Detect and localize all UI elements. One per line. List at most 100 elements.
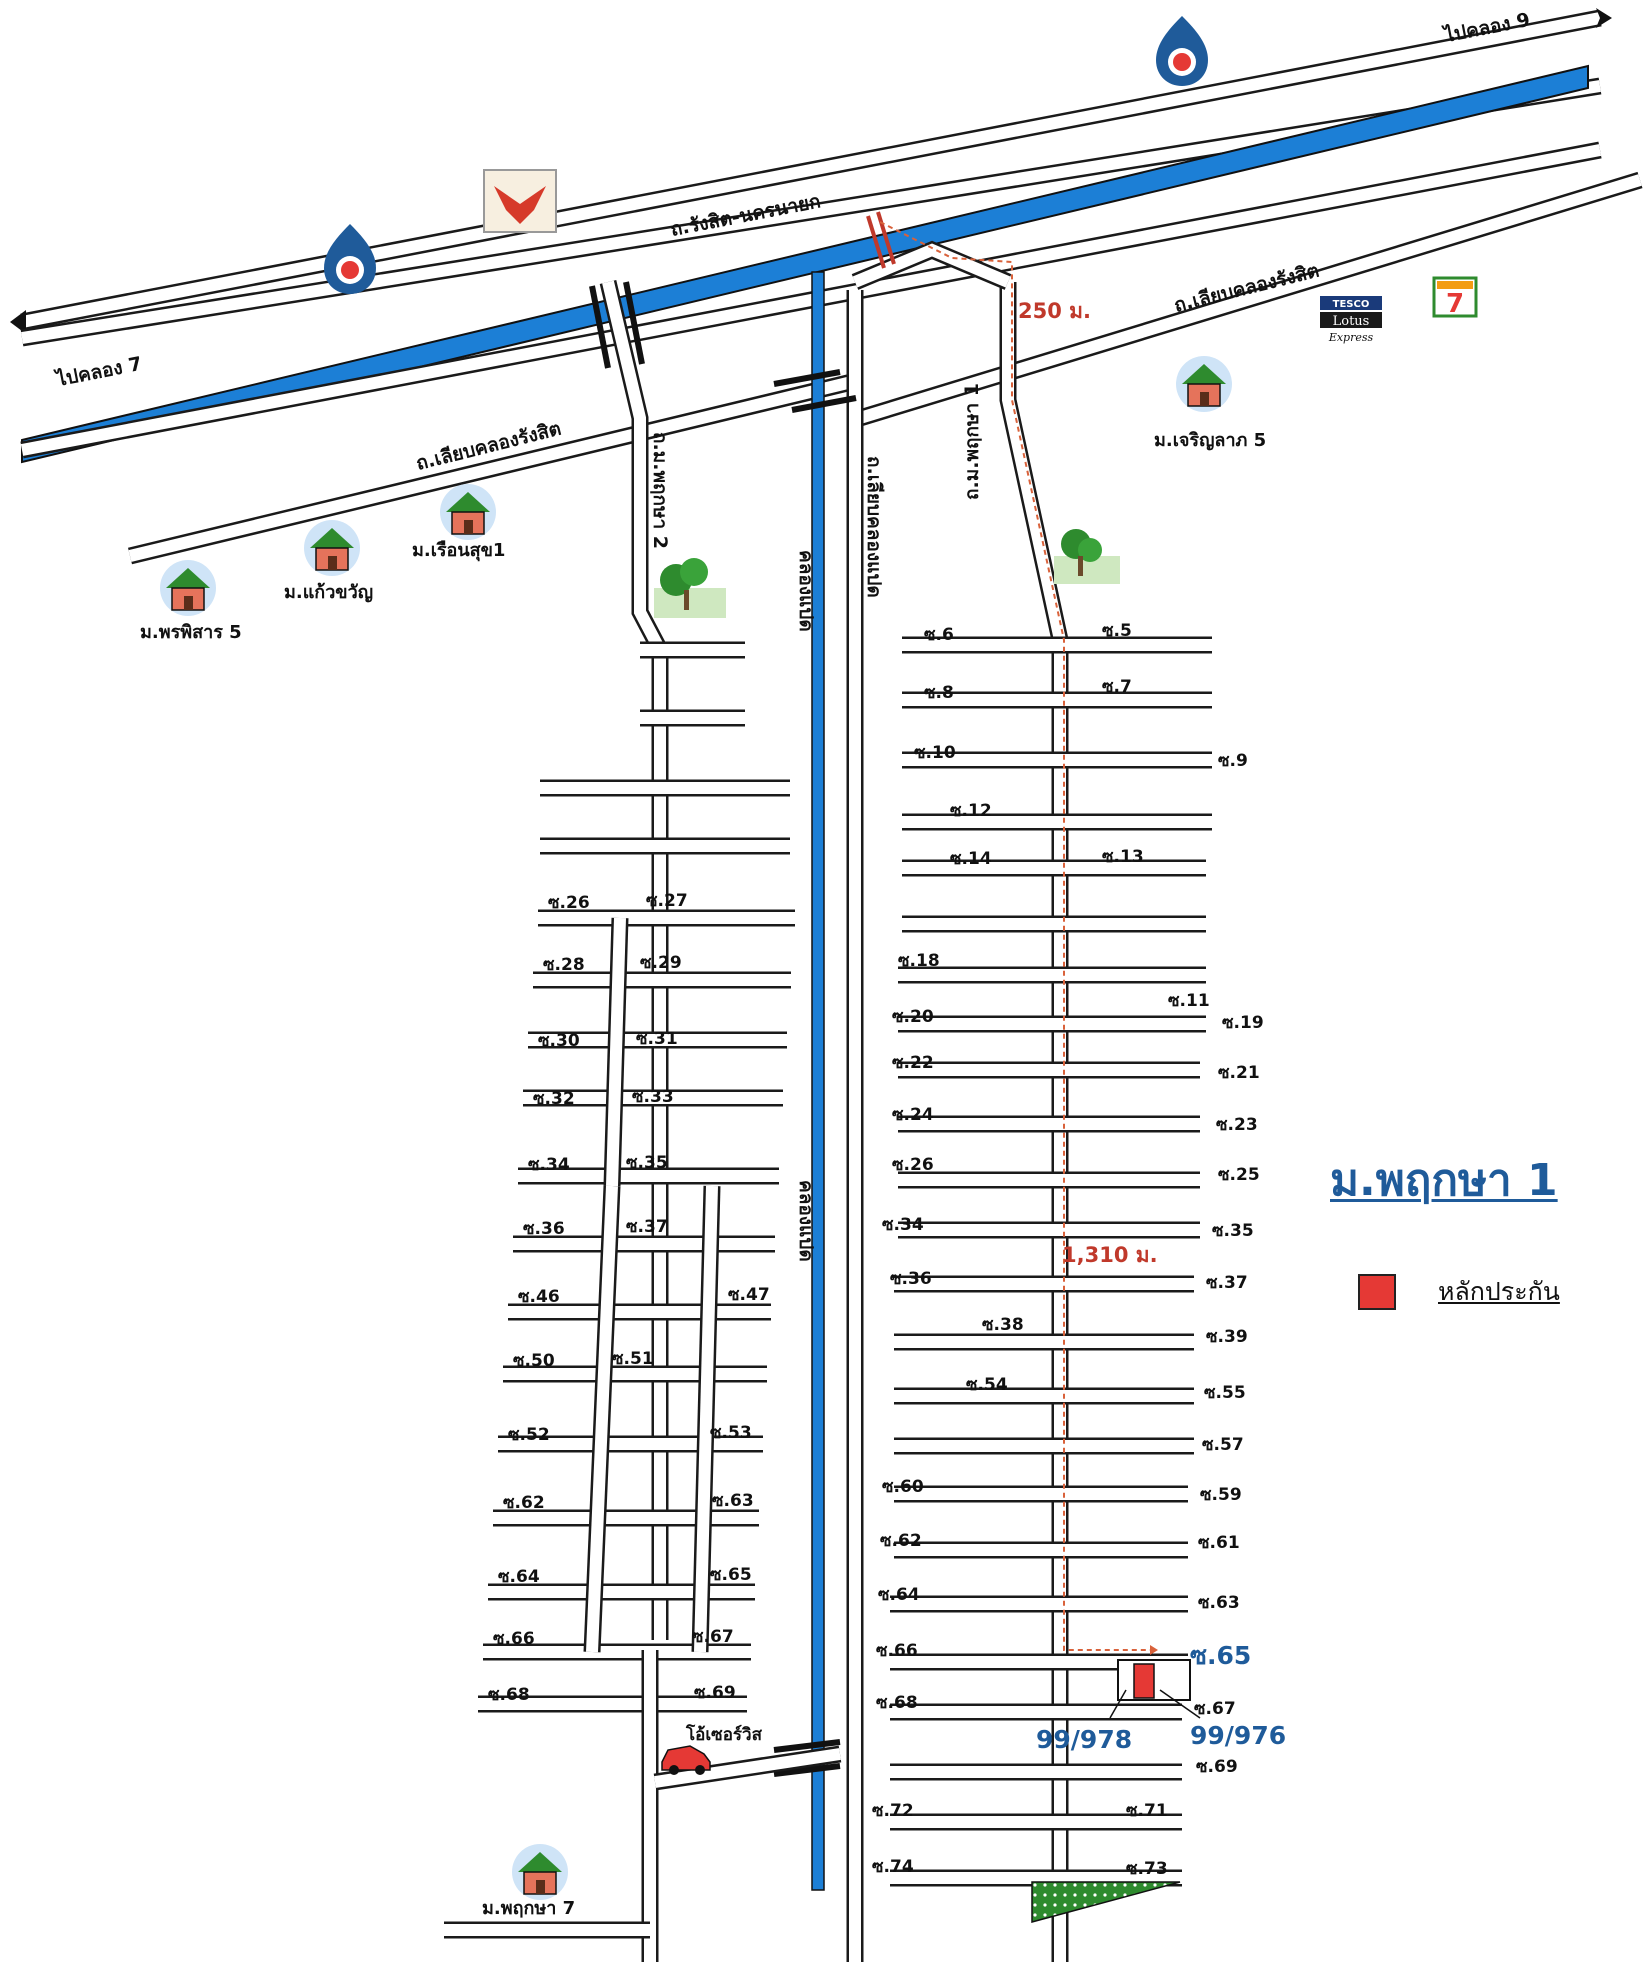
car-icon [661, 1745, 711, 1775]
village-charoen-label: ม.เจริญลาภ 5 [1154, 430, 1266, 451]
soi-label-right-a: ซ.12 [950, 801, 992, 821]
soi-label-left-a: ซ.64 [498, 1567, 540, 1587]
seven-eleven-icon: 7 [1432, 276, 1478, 319]
soi-label-left-a: ซ.32 [533, 1089, 575, 1109]
soi-label-right-a: ซ.6 [924, 625, 954, 645]
soi-label-right-b: ซ.71 [1126, 1801, 1168, 1821]
soi-label-left-a: ซ.50 [513, 1351, 555, 1371]
soi-label-left-a: ซ.46 [518, 1287, 560, 1307]
legend-swatch [1358, 1274, 1396, 1310]
house-icon [1176, 356, 1232, 412]
soi-label-left-a: ซ.28 [543, 955, 585, 975]
soi-label-right-a: ซ.10 [914, 743, 956, 763]
canal-upper-label: คลองแปด [795, 550, 817, 632]
moo2-road-label: ถ.ม.พฤกษา 2 [649, 432, 671, 549]
distance-250: 250 ม. [1018, 299, 1091, 323]
soi-label-right-a: ซ.72 [872, 1801, 914, 1821]
soi-label-left-b: ซ.67 [692, 1627, 734, 1647]
soi-label-right-b: ซ.13 [1102, 847, 1144, 867]
soi-label-right-b: ซ.23 [1216, 1115, 1258, 1135]
eagle-sign-icon [483, 169, 557, 233]
bridge-canal-north [773, 369, 857, 413]
bridge-east-red [866, 211, 896, 269]
soi-label-right-b: ซ.21 [1218, 1063, 1260, 1083]
soi-label-right-a: ซ.8 [924, 683, 954, 703]
soi-label-right-b: ซ.55 [1204, 1383, 1246, 1403]
soi-label-right-a: ซ.74 [872, 1857, 914, 1877]
soi-label-right-a: ซ.66 [876, 1641, 918, 1661]
park-area [1031, 1881, 1181, 1923]
soi-label-right-a: ซ.14 [950, 849, 992, 869]
left-soi-grid [478, 641, 795, 1713]
tree-icon [654, 558, 726, 618]
oasis-label: โอ้เซอร์วิส [685, 1724, 763, 1745]
bridge-canal-south [773, 1739, 841, 1777]
village-kaew-label: ม.แก้วขวัญ [284, 582, 373, 603]
soi-label-left-b: ซ.33 [632, 1087, 674, 1107]
ptt-station-icon [324, 224, 376, 294]
village-porn-label: ม.พรพิสาร 5 [140, 622, 242, 643]
route-to-house [879, 221, 1150, 1651]
rangsit-canal [21, 64, 1589, 464]
soi-label-right-b: ซ.63 [1198, 1593, 1240, 1613]
soi-label-right-b: ซ.59 [1200, 1485, 1242, 1505]
soi-label-left-b: ซ.51 [612, 1349, 654, 1369]
soi-label-right-b: ซ.35 [1212, 1221, 1254, 1241]
soi-label-right-a: ซ.22 [892, 1053, 934, 1073]
soi-label-left-b: ซ.63 [712, 1491, 754, 1511]
soi-label-left-a: ซ.30 [538, 1031, 580, 1051]
target-house-icon [1133, 1663, 1155, 1699]
soi-label-left-b: ซ.37 [626, 1217, 668, 1237]
soi-label-right-b: ซ.73 [1126, 1859, 1168, 1879]
soi-label-right-b: ซ.37 [1206, 1273, 1248, 1293]
legend-label: หลักประกัน [1438, 1277, 1560, 1306]
house-icon [160, 560, 216, 616]
soi-label-right-b: ซ.39 [1206, 1327, 1248, 1347]
bridge-west [589, 281, 645, 369]
moo1-road-label: ถ.ม.พฤกษา 1 [961, 383, 983, 500]
soi-label-right-b: ซ.69 [1196, 1757, 1238, 1777]
tesco-lotus-express-icon: TESCO Lotus Express [1320, 296, 1382, 344]
soi-label-left-a: ซ.34 [528, 1155, 570, 1175]
soi-label-right-b: ซ.7 [1102, 677, 1132, 697]
tree-icon [1054, 529, 1120, 584]
soi-label-right-b: ซ.5 [1102, 621, 1132, 641]
soi-label-left-b: ซ.65 [710, 1565, 752, 1585]
svg-text:TESCO: TESCO [1333, 299, 1370, 310]
soi-label-right-a: ซ.36 [890, 1269, 932, 1289]
soi-label-left-b: ซ.27 [646, 891, 688, 911]
soi-label-right-b: ซ.57 [1202, 1435, 1244, 1455]
canal-8 [811, 271, 825, 1891]
svg-text:7: 7 [1446, 289, 1464, 319]
soi-label-left-b: ซ.29 [640, 953, 682, 973]
village-ruen-label: ม.เรือนสุข1 [412, 540, 505, 562]
house-number-976: 99/976 [1190, 1721, 1286, 1750]
soi-label-right-a: ซ.60 [882, 1477, 924, 1497]
soi-label-left-b: ซ.53 [710, 1423, 752, 1443]
soi-label-right-a: ซ.54 [966, 1375, 1008, 1395]
house-icon [440, 484, 496, 540]
soi-label-left-a: ซ.26 [548, 893, 590, 913]
soi-label-left-a: ซ.62 [503, 1493, 545, 1513]
soi-label-right-a: ซ.24 [892, 1105, 934, 1125]
soi-label-right-b: ซ.61 [1198, 1533, 1240, 1553]
soi-label-left-a: ซ.66 [493, 1629, 535, 1649]
house-icon [304, 520, 360, 576]
soi-label-right-a: ซ.18 [898, 951, 940, 971]
soi-label-right-b: ซ.11 [1168, 991, 1210, 1011]
soi-label-right-b: ซ.9 [1218, 751, 1248, 771]
soi-label-left-b: ซ.47 [728, 1285, 770, 1305]
soi-label-right-a: ซ.62 [880, 1531, 922, 1551]
village-pruksa7-label: ม.พฤกษา 7 [482, 1898, 575, 1919]
soi-label-left-b: ซ.35 [626, 1153, 668, 1173]
soi-label-right-b: ซ.25 [1218, 1165, 1260, 1185]
soi-label-right-a: ซ.20 [892, 1007, 934, 1027]
soi-label-right-a: ซ.34 [882, 1215, 924, 1235]
soi-label-right-a: ซ.38 [982, 1315, 1024, 1335]
distance-1310: 1,310 ม. [1062, 1243, 1158, 1267]
map-title-block: ม.พฤกษา 1 [1330, 1145, 1630, 1215]
right-soi-grid [890, 636, 1212, 1887]
soi-label-right-a: ซ.26 [892, 1155, 934, 1175]
house-icon [512, 1844, 568, 1900]
